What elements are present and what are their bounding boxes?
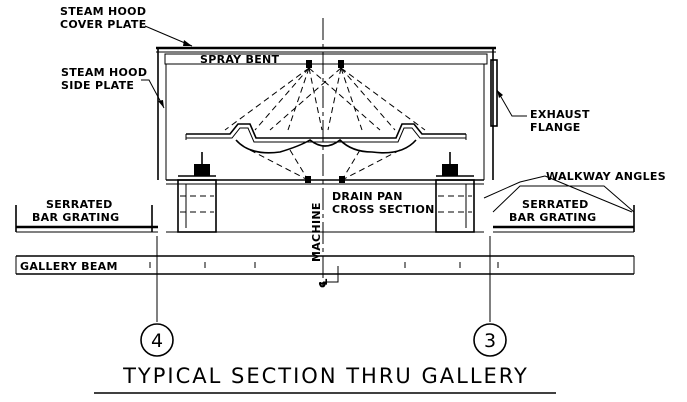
steam-hood-cover-plate-label-1: STEAM HOOD (60, 5, 146, 18)
gridline-bubble-4 (140, 323, 174, 357)
steam-hood (156, 46, 498, 180)
leader-lines (141, 25, 633, 213)
steam-hood-side-plate-label-2: SIDE PLATE (61, 79, 134, 92)
exhaust-flange (490, 59, 498, 127)
gridline-3: 3 (473, 236, 507, 357)
machine-centerline (322, 18, 339, 290)
drain-pan-label-2: CROSS SECTION (332, 203, 435, 216)
spray-bent-label: SPRAY BENT (200, 53, 280, 66)
walkway-angle-right (435, 152, 475, 233)
drawing-title: TYPICAL SECTION THRU GALLERY (122, 364, 529, 388)
gridline-label-4: 4 (151, 330, 163, 352)
centerline-symbol: ℄ (317, 278, 330, 288)
steam-hood-side-plate-label-1: STEAM HOOD (61, 66, 147, 79)
gridline-4: 4 (140, 236, 174, 357)
gridline-bubble-3 (473, 323, 507, 357)
machine-label: MACHINE (310, 202, 323, 262)
walkway-angles-label: WALKWAY ANGLES (546, 170, 666, 183)
exhaust-flange-label-2: FLANGE (530, 121, 581, 134)
spray-pattern (224, 60, 426, 183)
gallery-beam-label: GALLERY BEAM (20, 260, 118, 273)
nozzle-right (338, 60, 344, 68)
exhaust-flange-label-1: EXHAUST (530, 108, 590, 121)
serrated-bar-grating-right-label-1: SERRATED (522, 198, 589, 211)
walkway-angle-left (177, 152, 217, 233)
steam-hood-cover-plate-label-2: COVER PLATE (60, 18, 147, 31)
serrated-bar-grating-left (15, 205, 158, 233)
serrated-bar-grating-left-label-1: SERRATED (46, 198, 113, 211)
drain-pan-label-1: DRAIN PAN (332, 190, 403, 203)
serrated-bar-grating-left-label-2: BAR GRATING (32, 211, 120, 224)
spray-bent (164, 53, 488, 65)
drain-pan (166, 123, 484, 185)
serrated-bar-grating-right-label-2: BAR GRATING (509, 211, 597, 224)
serrated-bar-grating-right (492, 185, 635, 233)
nozzle-left (306, 60, 312, 68)
gridline-label-3: 3 (484, 330, 496, 352)
gallery-beam (15, 255, 635, 275)
